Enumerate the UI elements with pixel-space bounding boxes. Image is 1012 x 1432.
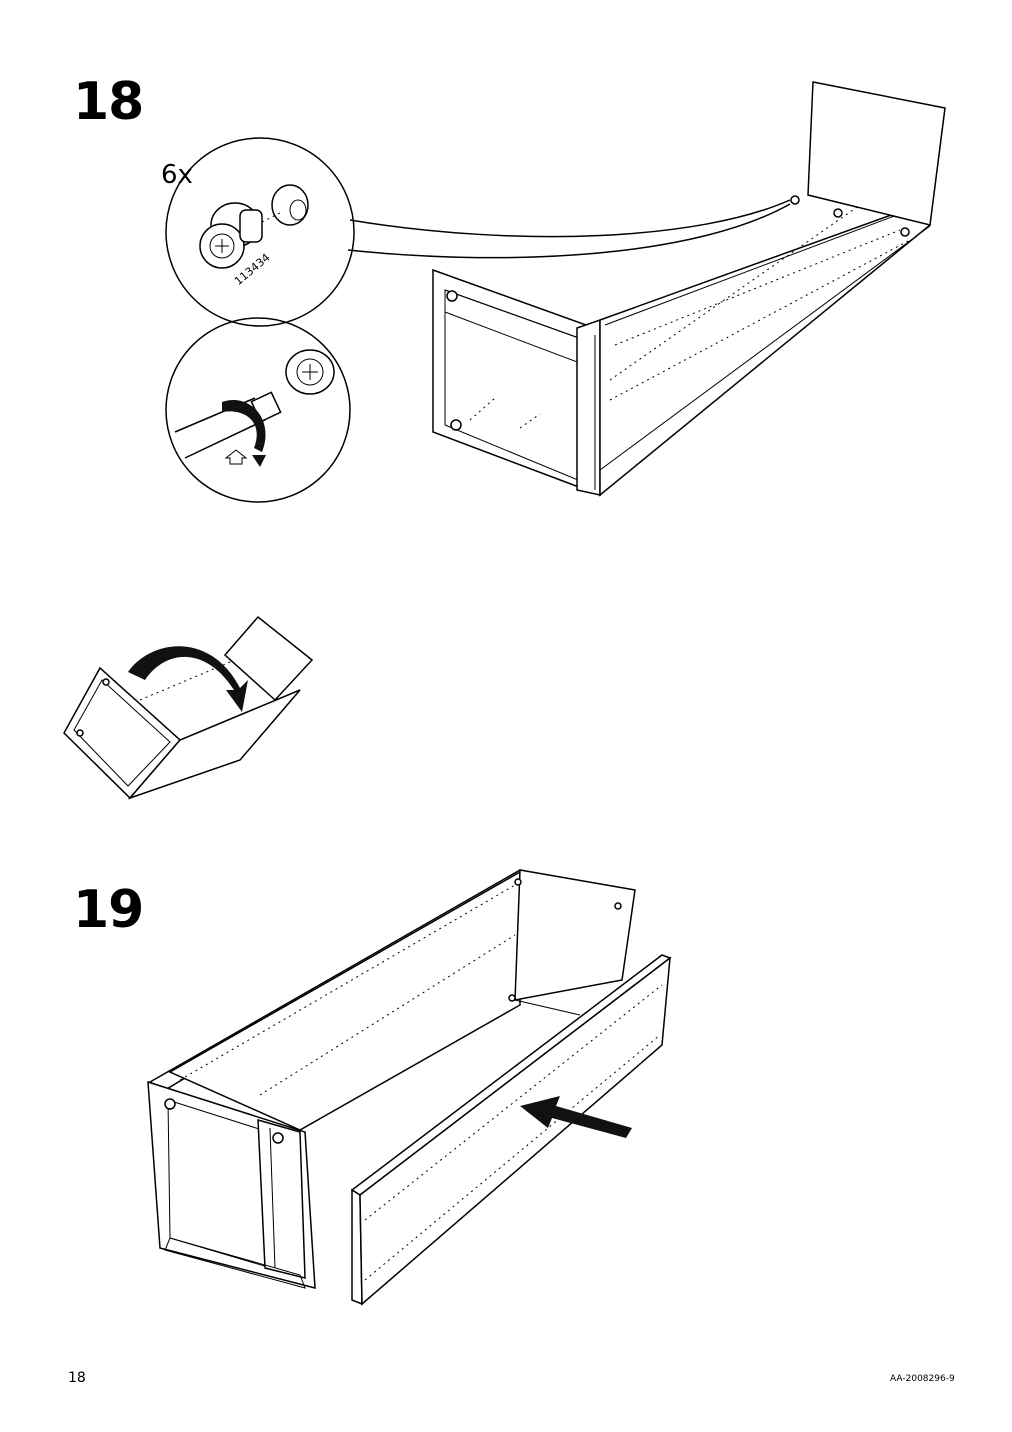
page-number: 18 [68,1370,86,1386]
flip-over-illustration [64,617,312,798]
step-19-number: 19 [73,880,144,940]
part-quantity: 6x [161,160,193,190]
push-direction-arrow-icon [520,1096,632,1138]
cabinet-body [150,870,635,1130]
screwdriver-rotate-icon [166,318,350,502]
cabinet-end-frame [433,270,618,495]
cam-lock-fitting-icon [166,138,790,326]
front-panel [352,955,670,1304]
flip-over-arrow-icon [128,646,248,712]
cabinet-side-panels [600,82,945,495]
document-code: AA-2008296-9 [890,1374,955,1384]
step-18-number: 18 [73,72,144,132]
cabinet-end-frame [148,1082,315,1288]
